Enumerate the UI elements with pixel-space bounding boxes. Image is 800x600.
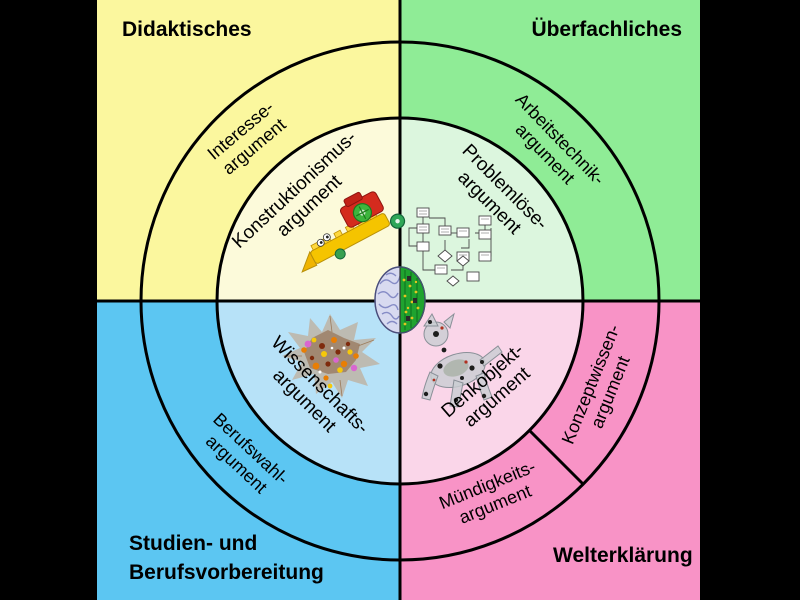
label-didaktisches: Didaktisches: [122, 18, 252, 41]
label-ueberfachliches: Überfachliches: [531, 18, 682, 41]
inner-wedge-konstruktionismus-bg: [217, 118, 400, 301]
diagram-area: Didaktisches Überfachliches Studien- und…: [97, 0, 700, 600]
label-studien-line2: Berufsvorbereitung: [129, 561, 324, 584]
letterbox-right: [700, 0, 800, 600]
flowchart-diagram-icon: [408, 207, 492, 287]
outer-circle: [139, 40, 661, 562]
brain-half-circuit-icon: [374, 266, 426, 334]
label-welterklaerung: Welterklärung: [553, 544, 693, 567]
label-studien-line1: Studien- und: [129, 532, 257, 555]
ring-divider-konzeptwissen-muendigkeits: [527, 428, 585, 486]
letterbox-left: [0, 0, 97, 600]
lego-robot-model-icon: [301, 191, 406, 273]
molecule-model-icon: [282, 314, 380, 398]
robot-dog-icon: [421, 312, 503, 408]
inner-wedge-denkobjekt-bg: [400, 301, 583, 484]
quadrant-diagram: Didaktisches Überfachliches Studien- und…: [97, 0, 700, 600]
inner-circle: [215, 116, 585, 486]
